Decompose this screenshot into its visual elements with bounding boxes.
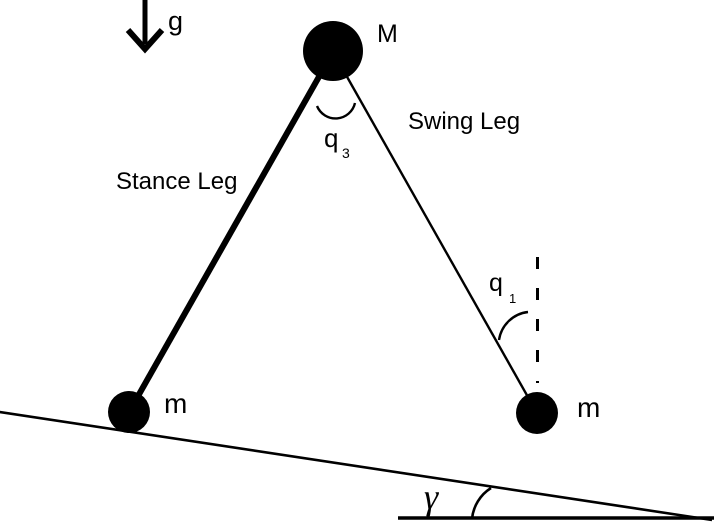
swing-leg-line	[331, 51, 539, 414]
swing-angle-label: q	[489, 269, 503, 297]
swing-foot-mass-label: m	[577, 392, 600, 423]
hip-mass-label: M	[377, 20, 398, 48]
swing-angle-arc	[497, 310, 529, 341]
swing-foot-circle	[516, 392, 558, 434]
gravity-arrow-icon	[125, 0, 165, 54]
stance-foot-circle	[108, 391, 150, 433]
stance-leg-line	[126, 50, 336, 414]
gravity-label: g	[168, 6, 183, 36]
hip-angle-subscript: 3	[342, 145, 350, 161]
slope-line	[0, 410, 713, 522]
hip-angle-arc	[315, 102, 357, 120]
slope-angle-arc	[470, 486, 492, 520]
gravity-arrowhead	[125, 27, 165, 54]
hip-angle-label: q	[324, 123, 338, 153]
slope-angle-label: γ	[424, 477, 439, 517]
stance-leg-label: Stance Leg	[116, 168, 237, 195]
swing-angle-subscript: 1	[509, 291, 516, 306]
stance-foot-mass-label: m	[164, 388, 187, 419]
swing-leg-label: Swing Leg	[408, 108, 520, 135]
hip-mass-circle	[303, 21, 363, 81]
